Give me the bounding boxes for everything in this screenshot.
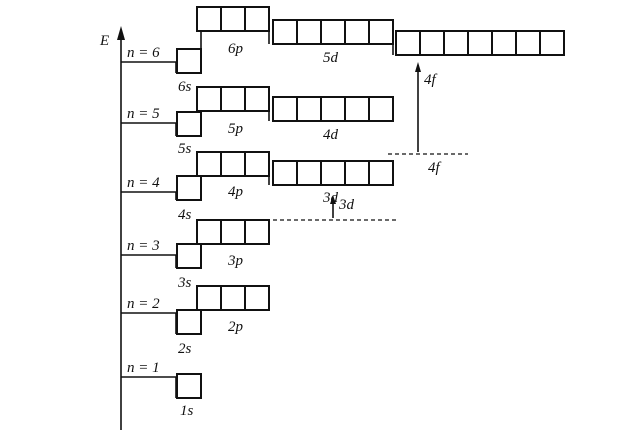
- orbital-box-1s-1: [176, 373, 202, 399]
- orbital-box-5p-2: [220, 86, 246, 112]
- orbital-box-4d-5: [368, 96, 394, 122]
- subshell-label-3s: 3s: [177, 275, 192, 291]
- orbital-box-2p-1: [196, 285, 222, 311]
- shift-4f-bottom-label: 4f: [428, 160, 442, 176]
- orbital-box-4f-4: [467, 30, 493, 56]
- subshell-label-5d: 5d: [323, 50, 339, 66]
- orbital-box-4d-1: [272, 96, 298, 122]
- subshell-label-6s: 6s: [178, 79, 192, 95]
- orbital-box-4d-4: [344, 96, 370, 122]
- orbital-box-2s-1: [176, 309, 202, 335]
- subshell-label-1s: 1s: [180, 403, 194, 419]
- subshell-label-2p: 2p: [228, 319, 244, 335]
- orbital-box-4p-3: [244, 151, 270, 177]
- energy-axis-arrowhead: [117, 26, 125, 40]
- orbital-box-4d-3: [320, 96, 346, 122]
- n-label-2: n = 2: [127, 296, 160, 312]
- orbital-box-4p-1: [196, 151, 222, 177]
- orbital-box-4s-1: [176, 175, 202, 201]
- orbital-box-4f-2: [419, 30, 445, 56]
- orbital-box-6p-1: [196, 6, 222, 32]
- n-label-3: n = 3: [127, 238, 160, 254]
- orbital-box-5p-1: [196, 86, 222, 112]
- orbital-box-4d-2: [296, 96, 322, 122]
- orbital-box-5d-2: [296, 19, 322, 45]
- orbital-box-3p-2: [220, 219, 246, 245]
- shift-3d-label: 3d: [338, 197, 355, 213]
- subshell-label-4d: 4d: [323, 127, 339, 143]
- orbital-box-6p-3: [244, 6, 270, 32]
- orbital-box-4p-2: [220, 151, 246, 177]
- energy-axis-label: E: [99, 33, 109, 49]
- orbital-box-4f-1: [395, 30, 421, 56]
- orbital-box-5p-3: [244, 86, 270, 112]
- subshell-label-3d: 3d: [322, 190, 339, 206]
- orbital-box-5d-1: [272, 19, 298, 45]
- orbital-box-3d-1: [272, 160, 298, 186]
- orbital-box-4f-7: [539, 30, 565, 56]
- orbital-box-6p-2: [220, 6, 246, 32]
- orbital-box-3p-3: [244, 219, 270, 245]
- orbital-box-4f-3: [443, 30, 469, 56]
- orbital-box-3d-4: [344, 160, 370, 186]
- shift-4f-arrowhead: [415, 62, 421, 72]
- subshell-label-5p: 5p: [228, 121, 244, 137]
- orbital-box-3d-2: [296, 160, 322, 186]
- levels-layer: n = 1 1s n = 2 2s 2p n = 3 3s 3p n = 4 4s 4p 3d n = …: [121, 6, 565, 419]
- orbital-box-5s-1: [176, 111, 202, 137]
- n-label-1: n = 1: [127, 360, 160, 376]
- orbital-box-2p-2: [220, 285, 246, 311]
- n-label-6: n = 6: [127, 45, 160, 61]
- shift-4f-label: 4f: [424, 72, 438, 88]
- orbital-box-6s-1: [176, 48, 202, 74]
- orbital-box-2p-3: [244, 285, 270, 311]
- subshell-label-4s: 4s: [178, 207, 192, 223]
- n-label-4: n = 4: [127, 175, 160, 191]
- shift-3d-arrowhead: [330, 195, 336, 204]
- orbital-box-3d-3: [320, 160, 346, 186]
- orbital-box-4f-6: [515, 30, 541, 56]
- orbital-box-3s-1: [176, 243, 202, 269]
- subshell-label-4p: 4p: [228, 184, 244, 200]
- n-label-5: n = 5: [127, 106, 160, 122]
- orbital-box-5d-4: [344, 19, 370, 45]
- subshell-label-6p: 6p: [228, 41, 244, 57]
- orbital-box-4f-5: [491, 30, 517, 56]
- orbital-box-3d-5: [368, 160, 394, 186]
- subshell-label-3p: 3p: [227, 253, 244, 269]
- orbital-box-5d-5: [368, 19, 394, 45]
- orbital-box-3p-1: [196, 219, 222, 245]
- subshell-label-2s: 2s: [178, 341, 192, 357]
- subshell-label-5s: 5s: [178, 141, 192, 157]
- orbital-box-5d-3: [320, 19, 346, 45]
